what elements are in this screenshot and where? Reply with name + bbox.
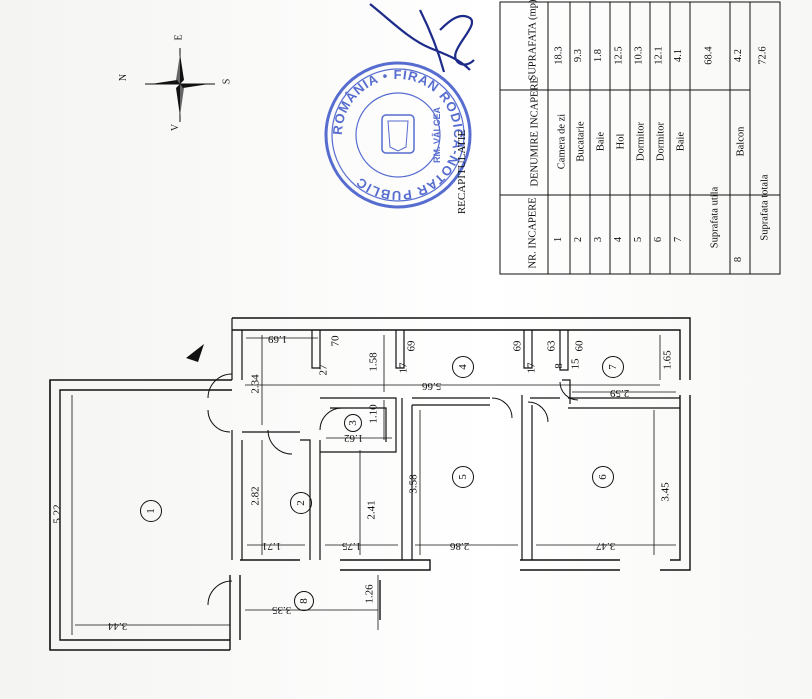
header-nr: NR. INCAPERE bbox=[527, 197, 539, 269]
row-3-nr: 3 bbox=[593, 236, 605, 243]
row-5-name: Dormitor bbox=[635, 121, 647, 162]
door-swings bbox=[207, 373, 579, 606]
total-area-label: Suprafata totala bbox=[759, 174, 771, 241]
header-name: DENUMIRE INCAPERE bbox=[529, 77, 541, 187]
row-2-area: 9.3 bbox=[573, 48, 585, 63]
row-4-area: 12.5 bbox=[613, 46, 625, 65]
useful-area-label: Suprafata utila bbox=[709, 186, 721, 249]
row-6-name: Dormitor bbox=[655, 121, 667, 162]
row-6-area: 12.1 bbox=[653, 46, 665, 65]
row-1-area: 18.3 bbox=[553, 46, 565, 65]
row-6-nr: 6 bbox=[653, 236, 665, 243]
row-4-name: Hol bbox=[615, 133, 627, 150]
summary-table bbox=[499, 1, 781, 275]
row-5-nr: 5 bbox=[633, 236, 645, 243]
total-area-value: 72.6 bbox=[757, 46, 769, 65]
balcony-area: 4.2 bbox=[733, 48, 745, 63]
compass-rose-icon bbox=[145, 48, 215, 122]
dimension-lines bbox=[71, 335, 676, 635]
row-5-area: 10.3 bbox=[633, 46, 645, 65]
row-7-nr: 7 bbox=[673, 236, 685, 243]
balcony-name: Balcon bbox=[735, 126, 747, 157]
row-3-name: Baie bbox=[595, 131, 607, 152]
notary-stamp: ROMÂNIA • FIRAN RODICA-NOTAR PUBLIC RM. … bbox=[324, 61, 472, 209]
exterior-walls bbox=[49, 317, 691, 651]
row-2-nr: 2 bbox=[573, 236, 585, 243]
entrance-arrow-icon bbox=[186, 344, 204, 362]
row-1-nr: 1 bbox=[553, 236, 565, 243]
row-1-name: Camera de zi bbox=[556, 113, 568, 170]
interior-walls bbox=[231, 318, 680, 560]
balcony-nr: 8 bbox=[733, 256, 745, 263]
table-title: RECAPITULATIE bbox=[456, 129, 469, 215]
header-area: SUPRAFATA (mp) bbox=[527, 0, 539, 81]
useful-area-value: 68.4 bbox=[703, 46, 715, 65]
row-2-name: Bucatarie bbox=[575, 121, 587, 162]
row-4-nr: 4 bbox=[613, 236, 625, 243]
row-7-area: 4.1 bbox=[673, 48, 685, 63]
row-3-area: 1.8 bbox=[593, 48, 605, 63]
stamp-inner-text: RM. VÂLCEA bbox=[431, 107, 442, 164]
signature bbox=[369, 3, 475, 73]
row-7-name: Baie bbox=[675, 131, 687, 152]
